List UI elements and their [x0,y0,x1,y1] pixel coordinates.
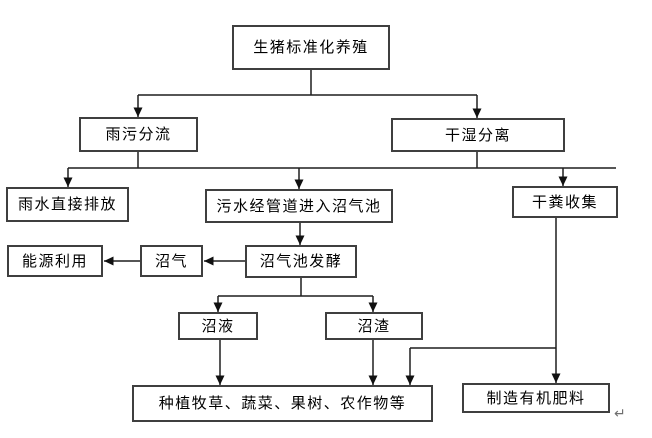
node-organic-fertilizer: 制造有机肥料 [462,383,610,413]
node-dry-wet-separation: 干湿分离 [391,118,565,152]
node-rainwater-discharge: 雨水直接排放 [6,187,129,222]
node-rain-sewage-diversion: 雨污分流 [79,117,198,152]
node-sewage-to-digester: 污水经管道进入沼气池 [205,189,393,223]
connector-ferment-split [218,278,373,297]
paragraph-return-mark: ↵ [614,406,626,422]
node-digester-fermentation: 沼气池发酵 [245,245,357,278]
node-biogas-residue: 沼渣 [325,312,423,340]
node-biogas-slurry: 沼液 [178,312,258,340]
connector-top-trunk [138,70,477,96]
node-planting: 种植牧草、蔬菜、果树、农作物等 [132,385,433,422]
node-energy-use: 能源利用 [7,245,103,277]
node-dry-manure-collection: 干粪收集 [512,186,618,218]
node-biogas: 沼气 [140,245,203,277]
node-pig-farming: 生猪标准化养殖 [232,25,390,70]
connector-row3-bar [68,152,616,169]
